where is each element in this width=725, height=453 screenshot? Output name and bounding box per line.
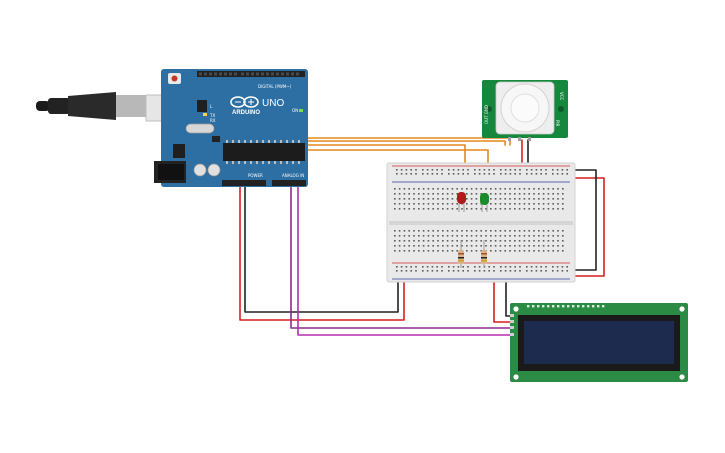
green-led-body [480, 193, 489, 205]
wire-rail-bridge-red[interactable] [567, 177, 605, 277]
lcd-top-header [527, 305, 605, 308]
power-jack-inner [158, 164, 184, 180]
atmega-pins [226, 140, 300, 164]
wire-orange-pir-out[interactable] [289, 74, 511, 146]
wire-arduino-gnd[interactable] [244, 181, 399, 313]
capacitor-2 [207, 163, 221, 177]
crystal [185, 123, 215, 134]
red-led[interactable] [457, 192, 466, 212]
reset-button-cap[interactable] [171, 75, 178, 82]
pir-mid-label: PIR [555, 120, 560, 127]
resistor-green-led[interactable] [481, 240, 487, 268]
pir-pins [508, 137, 531, 141]
led-tx-rx [203, 113, 207, 116]
wire-arduino-5v[interactable] [239, 181, 405, 321]
breadboard-center-gap [389, 221, 573, 225]
wire-lcd-vcc[interactable] [493, 275, 513, 323]
pir-sensor[interactable]: OUT GND VCC PIR [482, 80, 568, 141]
pir-left-label: OUT GND [484, 105, 489, 124]
breadboard-holes [394, 169, 568, 272]
power-header-label: POWER [248, 173, 263, 178]
analog-header [272, 180, 306, 186]
analog-header-label: ANALOG IN [282, 173, 304, 178]
board-model: UNO [262, 98, 284, 109]
lcd-display[interactable] [510, 303, 688, 382]
usb-cable[interactable] [36, 92, 171, 122]
led-on [299, 109, 303, 112]
icsp-header [212, 136, 220, 142]
digital-header-label: DIGITAL (PWM~) [258, 84, 292, 89]
l-led-label: L [210, 104, 213, 109]
lcd-mount-hole-bl [513, 374, 519, 380]
rx-label: RX [210, 118, 216, 123]
lcd-mount-hole-br [679, 374, 685, 380]
pir-right-label: VCC [559, 92, 564, 101]
usb-cable-end [36, 101, 50, 111]
usb-cable-strain [68, 92, 116, 120]
breadboard[interactable] [386, 162, 576, 283]
atmega-chip [223, 143, 305, 161]
arduino-uno-board[interactable]: DIGITAL (PWM~) UNO ARDUINO L TX RX ON [154, 69, 308, 187]
tx-label: TX [209, 113, 215, 118]
power-header [222, 180, 266, 186]
usb-connector-metal [116, 95, 146, 117]
arduino-logo-icon [230, 96, 259, 108]
green-led[interactable] [480, 193, 489, 212]
digital-header-pins [199, 72, 299, 76]
on-label: ON [292, 108, 298, 113]
pir-mount-hole-left [486, 106, 492, 112]
red-led-body [457, 192, 466, 204]
lcd-mount-hole-tr [679, 306, 685, 312]
wire-rail-bridge-black[interactable] [567, 169, 597, 271]
lcd-screen [524, 321, 674, 364]
usb-cable-sleeve [48, 98, 70, 114]
capacitor-1 [193, 163, 207, 177]
pir-mount-hole-right [558, 106, 564, 112]
resistor-red-led[interactable] [458, 240, 464, 268]
usb-chip [197, 100, 207, 112]
wire-orange-extra[interactable] [294, 74, 506, 146]
regulator [173, 144, 185, 158]
lcd-i2c-pins [510, 314, 514, 336]
pir-dome-inner [510, 93, 540, 123]
lcd-mount-hole-tl [513, 306, 519, 312]
board-brand: ARDUINO [232, 110, 260, 116]
